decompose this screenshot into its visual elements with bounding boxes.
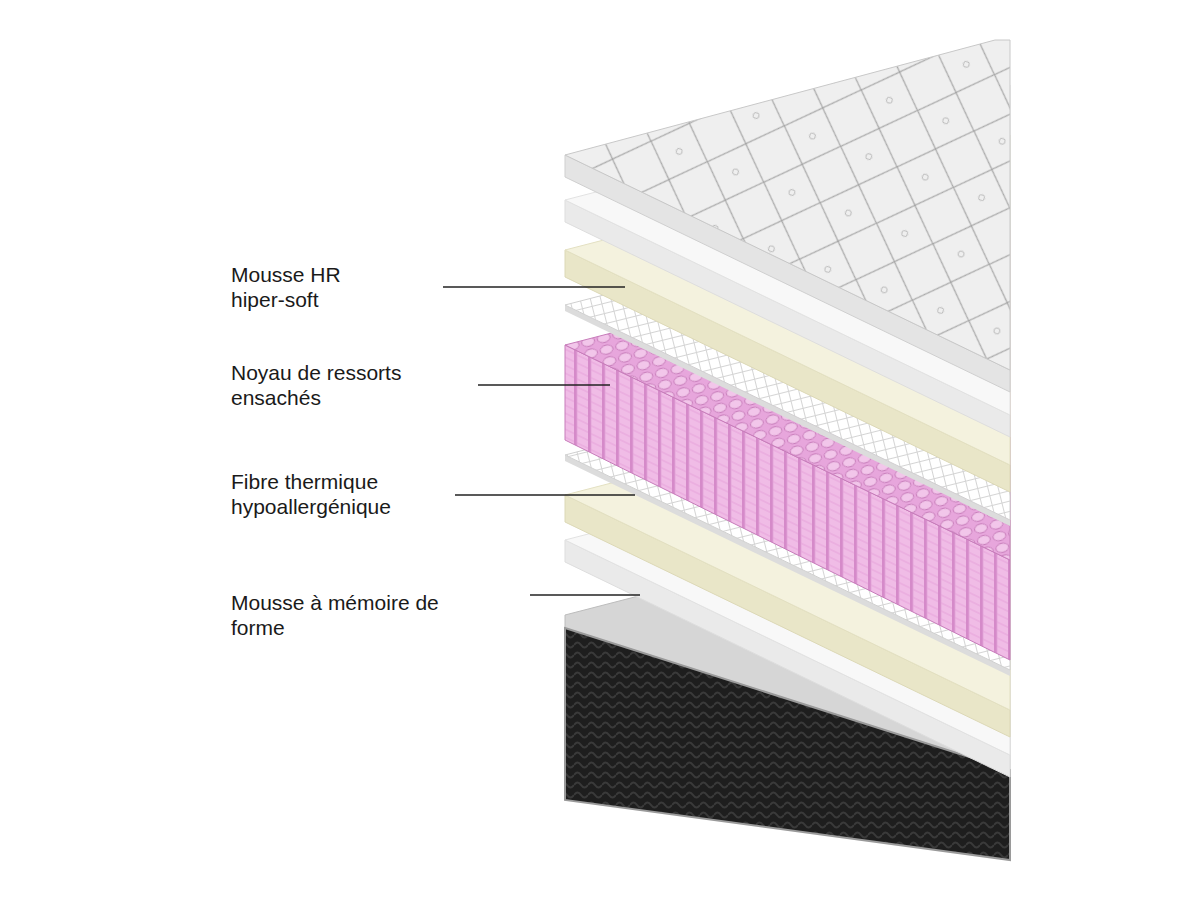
cover-top [565, 40, 1010, 370]
layer-label: Noyau de ressorts ensachés [231, 360, 463, 410]
leader-line [530, 594, 640, 595]
leader-line [478, 384, 610, 385]
layer-label: Fibre thermique hypoallergénique [231, 469, 441, 519]
leader-line [455, 494, 635, 495]
leader-line [443, 286, 625, 287]
layer-label: Mousse à mémoire de forme [231, 590, 463, 640]
layer-label: Mousse HR hiper-soft [231, 262, 371, 312]
